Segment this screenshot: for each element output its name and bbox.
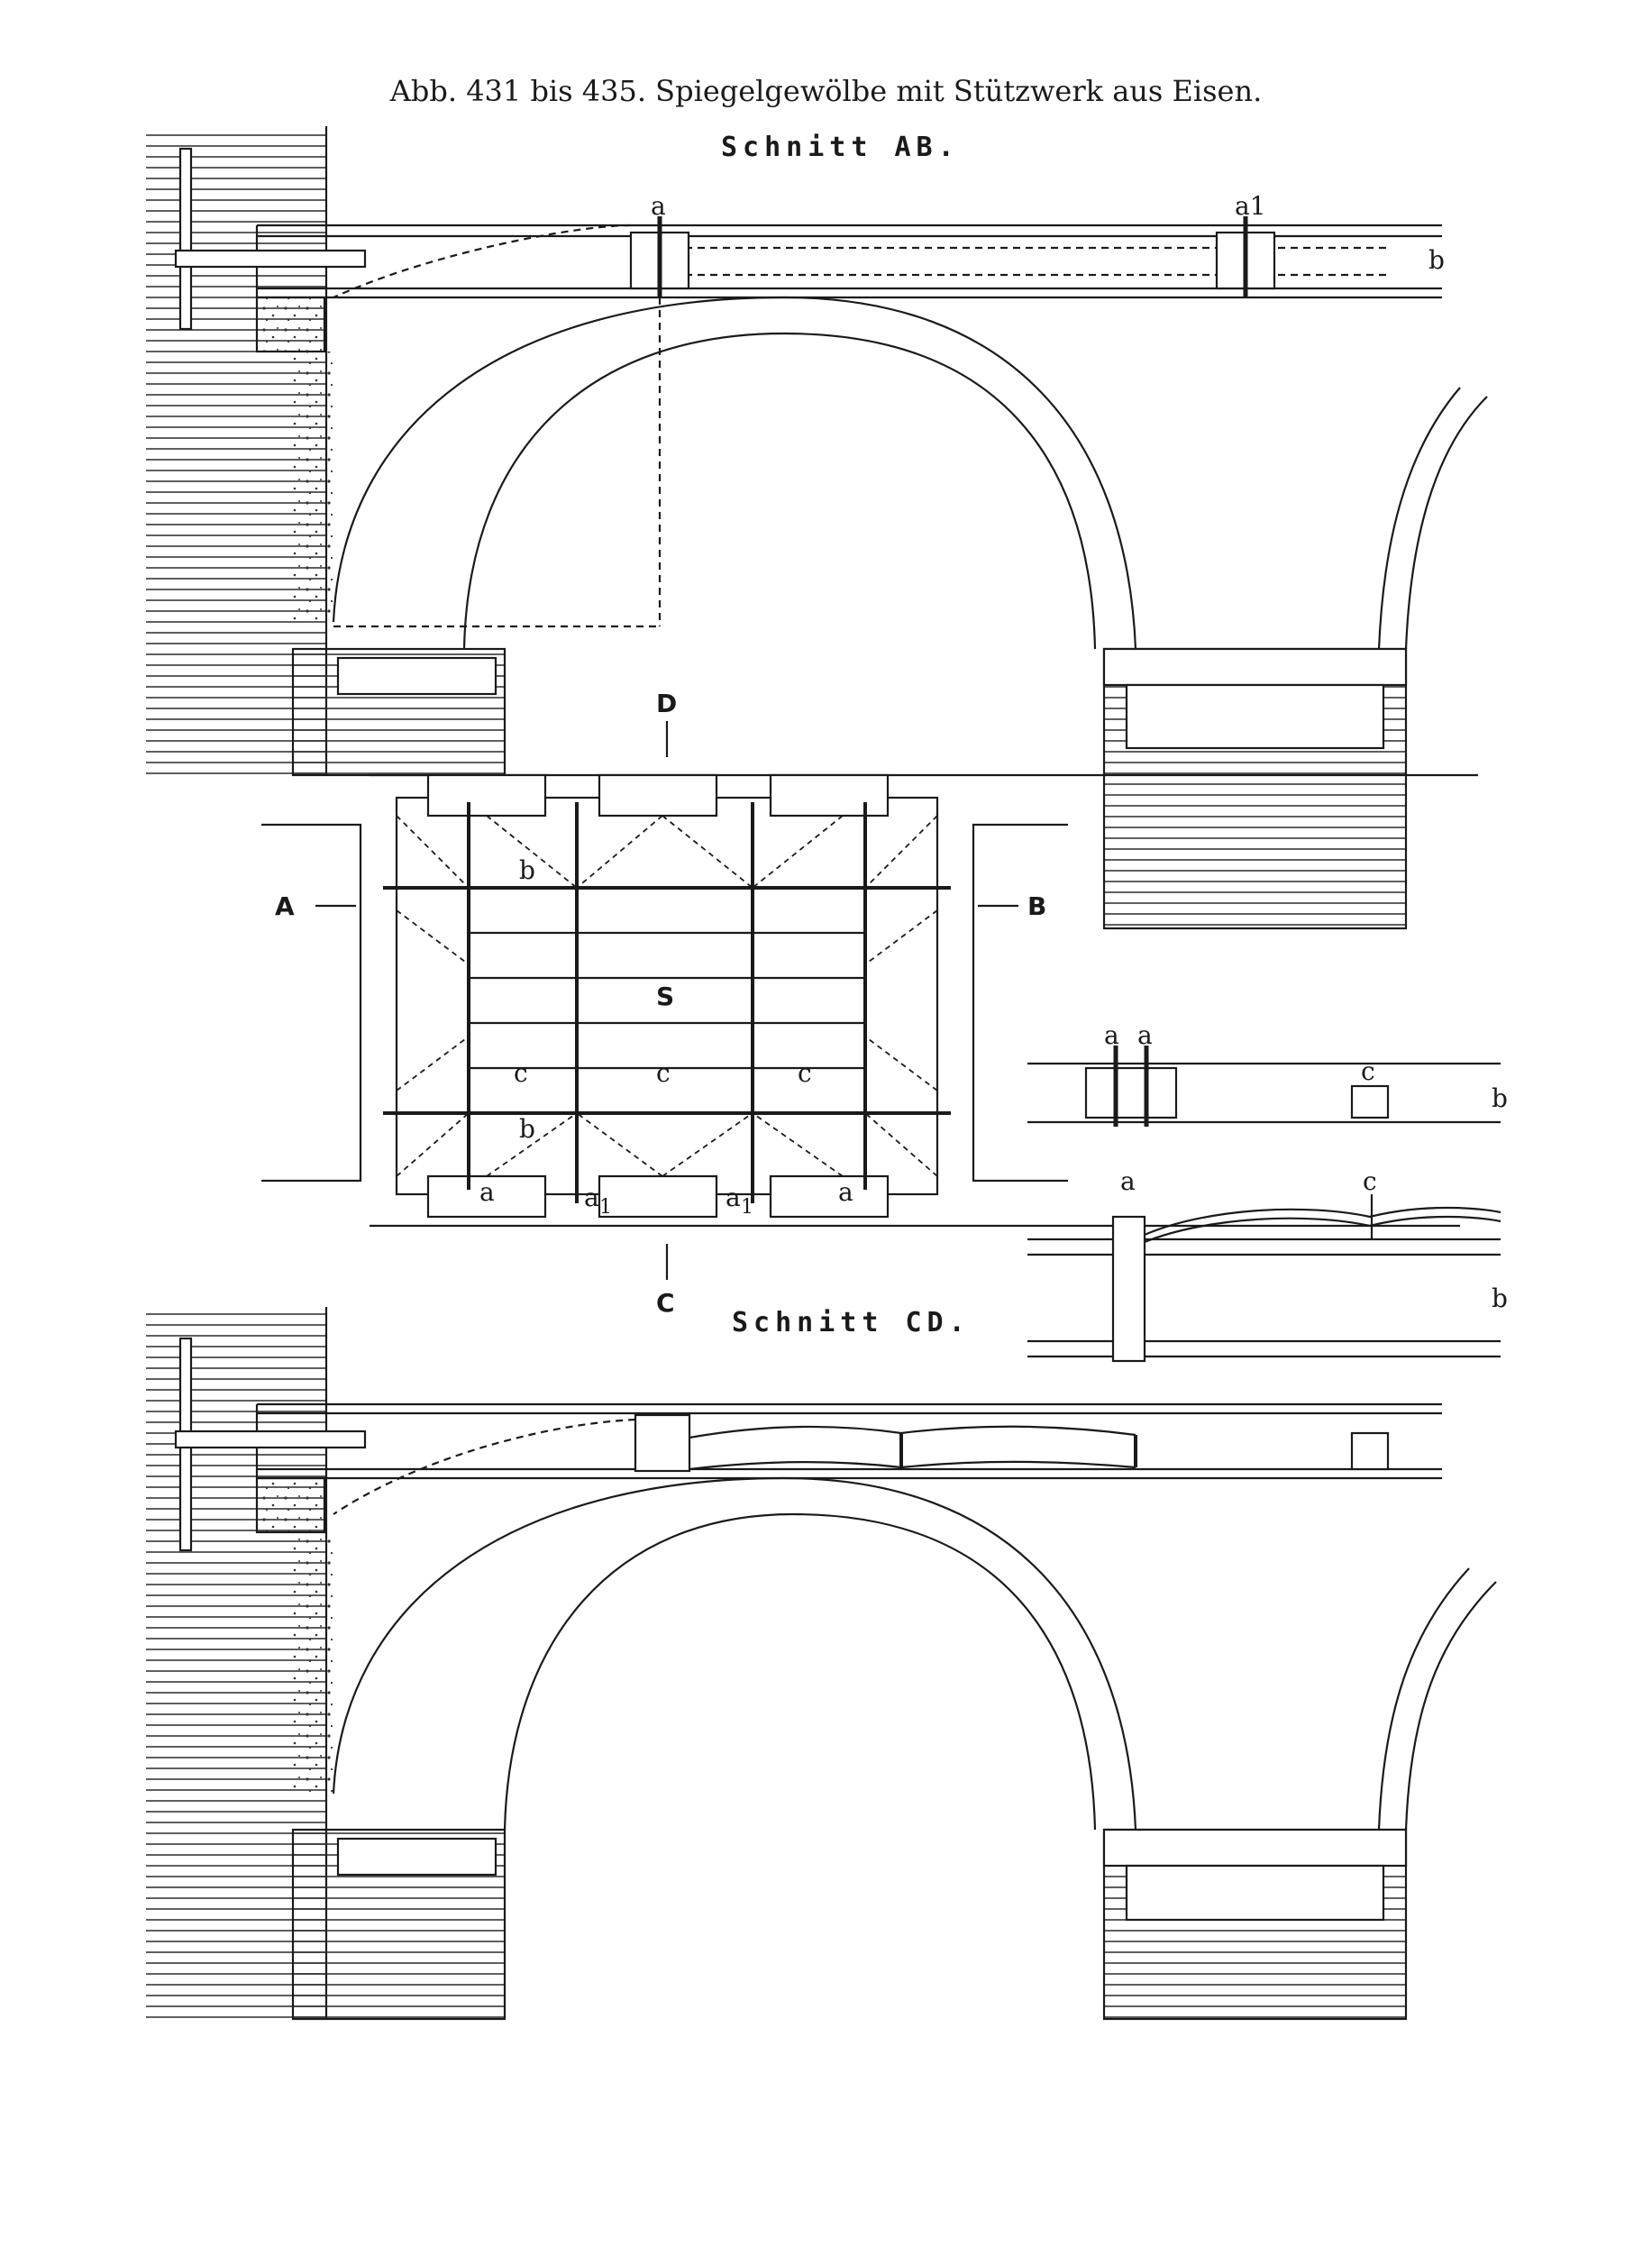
connection-plate-cd [634,1413,691,1473]
left-capital-cd [336,1837,497,1877]
figure-caption: Abb. 431 bis 435. Spiegelgewölbe mit Stü… [389,74,1263,108]
label-b-plan-bottom: b [519,1114,535,1144]
label-a-plan: A [275,891,295,921]
label-c-plan-3: c [798,1058,812,1088]
vault-segment-top-cd [689,1425,1136,1439]
pilaster-top-3 [769,773,890,818]
anchor-bar-ab [174,249,367,269]
vault-segment-bottom-cd [689,1460,1136,1471]
arch-inner-ab [462,332,1097,650]
section-cd-drawing [146,1307,1497,2021]
arch-outer-ab [332,296,1137,650]
dashed-curve-ab [333,224,632,299]
label-b-detail2: b [1492,1283,1508,1313]
label-a1-plan-r-sub: 1 [741,1196,753,1219]
wall-anchor-ab [178,147,193,331]
label-b-plan-top: b [519,855,535,885]
detail1-plate-a [1084,1066,1178,1119]
right-capital-mold-cd [1125,1864,1385,1922]
label-d-plan: D [656,689,677,718]
stone-block-cd [255,1476,326,1534]
label-b-ab: b [1428,245,1445,275]
label-a1-plan-l-a: a [584,1183,599,1212]
stone-filling-cd [293,1532,333,1794]
plan-left-wall [261,823,362,1183]
pilaster-bottom-1 [426,1174,547,1219]
label-a-plan-bl: a [479,1177,495,1207]
arch-right-inner-ab [1404,396,1488,650]
pilaster-top-1 [426,773,547,818]
label-a-detail1-r: a [1137,1020,1153,1050]
arch-outer-cd [332,1476,1137,1831]
label-c-detail2: c [1363,1166,1377,1196]
arch-right-inner-cd [1404,1581,1497,1831]
right-capital-cd [1102,1828,1408,1868]
pilaster-bottom-2 [598,1174,718,1219]
label-a-detail2: a [1120,1166,1136,1196]
label-a1-plan-r-a: a [726,1183,741,1212]
plan-right-wall [972,823,1068,1183]
detail-drawing [1027,1046,1501,1363]
label-a-detail1-l: a [1104,1020,1119,1050]
section-title-ab: Schnitt AB. [721,132,960,163]
left-capital-ab [336,656,497,696]
detail2-vault-curve [1144,1206,1501,1237]
arch-right-outer-ab [1377,387,1461,650]
arch-inner-cd [503,1512,1097,1831]
right-capital-ab [1102,647,1408,687]
label-b-detail1: b [1492,1083,1508,1113]
connection-plate-right-cd [1350,1431,1390,1471]
dashed-curve-cd [333,1418,636,1515]
groin-lines [396,815,938,1177]
detail2-post-a [1111,1215,1146,1363]
label-c-plan-2: c [656,1058,671,1088]
pilaster-bottom-3 [769,1174,890,1219]
label-b-plan: B [1027,891,1046,921]
detail1-plate-c [1350,1084,1390,1119]
section-title-cd: Schnitt CD. [732,1307,971,1338]
label-c-plan-1: c [514,1058,528,1088]
arch-right-outer-cd [1377,1567,1470,1831]
anchor-bar-cd [174,1429,367,1449]
label-c-plan: C [656,1288,675,1318]
pilaster-top-2 [598,773,718,818]
stone-filling-ab [293,352,333,622]
label-s-plan: S [656,982,674,1011]
detail2-vault-curve2 [1144,1215,1501,1244]
label-a1-plan-l-sub: 1 [599,1196,612,1219]
label-a1-ab: a1 [1235,191,1266,221]
right-capital-mold-ab [1125,683,1385,750]
plan-drawing [261,721,1478,1280]
stone-block-ab [255,296,326,353]
label-a-plan-br: a [838,1177,853,1207]
label-a-ab: a [651,191,666,221]
label-c-detail1: c [1361,1056,1375,1086]
section-ab-drawing [146,126,1488,930]
